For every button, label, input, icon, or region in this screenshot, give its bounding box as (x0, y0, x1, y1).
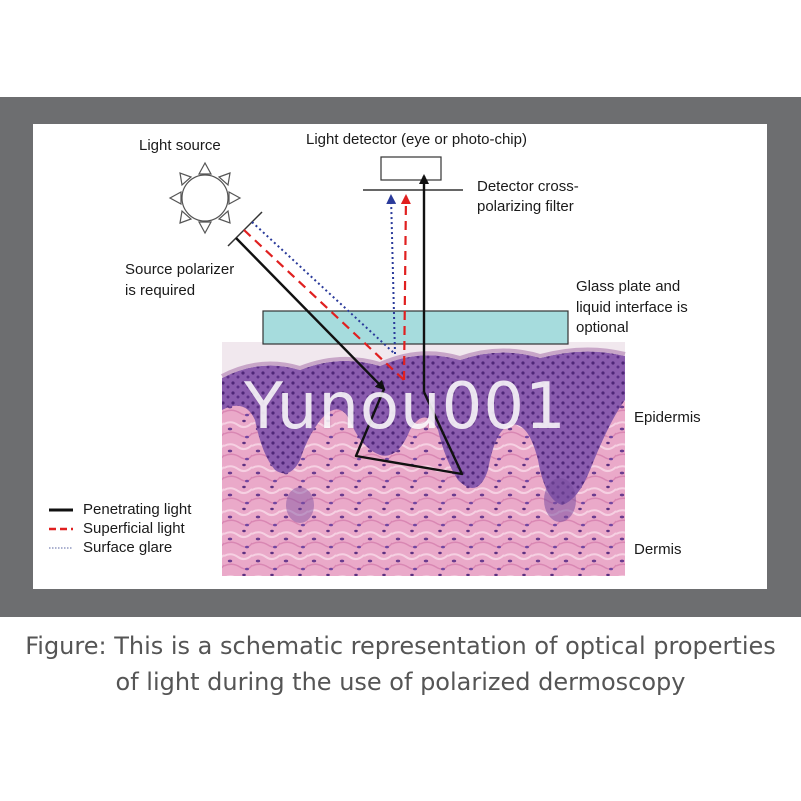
glass-plate-label-line3: optional (576, 319, 629, 336)
superficial-light-ray (243, 194, 411, 381)
light-source-icon (168, 161, 242, 235)
epidermis-label: Epidermis (634, 409, 701, 426)
dermis-label: Dermis (634, 541, 682, 558)
source-polarizer-label-line2: is required (125, 282, 196, 299)
legend-label-superficial: Superficial light (83, 520, 185, 537)
light-source-label: Light source (139, 137, 221, 154)
watermark: Yunou001 (244, 370, 567, 444)
epidermis-layer (222, 351, 625, 505)
skin-tissue (221, 342, 626, 576)
source-polarizer-label-line1: Source polarizer (125, 261, 235, 278)
light-detector-label: Light detector (eye or photo-chip) (306, 131, 527, 148)
source-polarizer (227, 211, 263, 247)
caption-line-2: of light during the use of polarized der… (115, 668, 686, 696)
legend-label-penetrating: Penetrating light (83, 501, 192, 518)
figure-caption: Figure: This is a schematic representati… (0, 628, 801, 700)
detector-filter-label-line1: Detector cross- (477, 178, 579, 195)
glass-plate (262, 310, 569, 345)
legend-label-glare: Surface glare (83, 539, 173, 556)
penetrating-light-ray (235, 174, 464, 476)
detector-filter-label-line2: polarizing filter (477, 198, 574, 215)
caption-line-1: Figure: This is a schematic representati… (25, 632, 776, 660)
glass-plate-label-line2: liquid interface is (576, 299, 688, 316)
light-detector-box (380, 156, 442, 181)
glass-plate-label-line1: Glass plate and (576, 278, 681, 295)
surface-glare-ray (251, 194, 397, 355)
